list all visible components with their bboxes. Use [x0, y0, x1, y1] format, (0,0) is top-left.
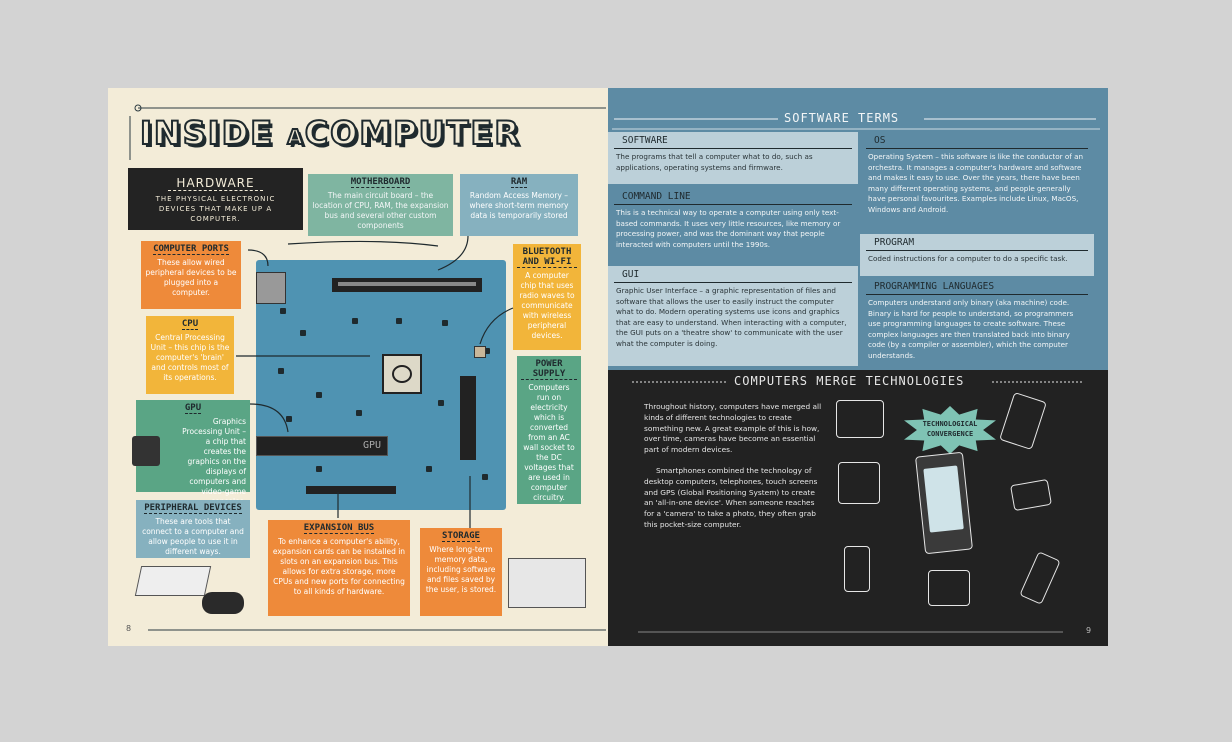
cpu-chip	[382, 354, 422, 394]
wifi-chip-icon	[474, 346, 486, 358]
term-software-heading: SOFTWARE	[614, 132, 852, 149]
term-command-line-text: This is a technical way to operate a com…	[616, 208, 841, 249]
desktop-computer-icon	[838, 462, 880, 504]
term-os-text: Operating System – this software is like…	[868, 152, 1084, 214]
title-word-a: A	[286, 124, 305, 150]
expansion-bus-box: EXPANSION BUS To enhance a computer's ab…	[268, 520, 410, 616]
peripheral-devices-heading: PERIPHERAL DEVICES	[144, 503, 242, 514]
software-terms-title: SOFTWARE TERMS	[784, 111, 900, 125]
motherboard-heading: MOTHERBOARD	[350, 177, 411, 188]
page-number-right: 9	[1086, 626, 1092, 635]
smartphone-screen	[923, 465, 964, 533]
hardware-banner: HARDWARE THE PHYSICAL ELECTRONIC DEVICES…	[128, 168, 303, 230]
term-programming-languages: PROGRAMMING LANGUAGES Computers understa…	[860, 278, 1094, 368]
gpu-heading: GPU	[184, 403, 202, 414]
expansion-bus-text: To enhance a computer's ability, expansi…	[272, 537, 406, 596]
term-program: PROGRAM Coded instructions for a compute…	[860, 234, 1094, 276]
title-word-inside: INSIDE	[139, 113, 275, 153]
storage-box: STORAGE Where long-term memory data, inc…	[420, 528, 502, 616]
cpu-text: Central Processing Unit – this chip is t…	[150, 333, 230, 382]
hardware-heading: HARDWARE	[168, 176, 263, 191]
software-terms-panel: SOFTWARE TERMS SOFTWARE The programs tha…	[608, 88, 1108, 370]
gpu-card: GPU	[256, 436, 388, 456]
ram-box: RAM Random Access Memory – where short-t…	[460, 174, 578, 236]
term-gui: GUI Graphic User Interface – a graphic r…	[608, 266, 858, 366]
motherboard-text: The main circuit board – the location of…	[312, 191, 449, 230]
cpu-logo-icon	[392, 365, 412, 383]
title-word-computer: COMPUTER	[304, 113, 521, 153]
computer-ports-heading: COMPUTER PORTS	[153, 244, 229, 255]
term-gui-heading: GUI	[614, 266, 852, 283]
term-software-text: The programs that tell a computer what t…	[616, 152, 813, 172]
power-supply-unit-icon	[508, 558, 586, 608]
storage-heading: STORAGE	[442, 531, 480, 542]
gamepad-icon	[202, 592, 244, 614]
port-cluster-icon	[256, 272, 286, 304]
merge-title: COMPUTERS MERGE TECHNOLOGIES	[734, 374, 965, 388]
walkman-icon	[844, 546, 870, 592]
cpu-box: CPU Central Processing Unit – this chip …	[146, 316, 234, 394]
storage-text: Where long-term memory data, including s…	[425, 545, 497, 594]
computer-ports-text: These allow wired peripheral devices to …	[145, 258, 237, 297]
peripheral-devices-text: These are tools that connect to a comput…	[142, 517, 244, 556]
term-command-line: COMMAND LINE This is a technical way to …	[608, 188, 858, 266]
smartphone-icon	[915, 451, 973, 555]
term-software: SOFTWARE The programs that tell a comput…	[608, 132, 858, 184]
peripheral-devices-box: PERIPHERAL DEVICES These are tools that …	[136, 500, 250, 558]
power-supply-text: Computers run on electricity which is co…	[523, 383, 575, 502]
camera-icon	[836, 400, 884, 438]
computer-ports-box: COMPUTER PORTS These allow wired periphe…	[141, 241, 241, 309]
left-page: INSIDE ACOMPUTER HARDWARE THE PHYSICAL E…	[108, 88, 608, 646]
motherboard-box: MOTHERBOARD The main circuit board – the…	[308, 174, 453, 236]
term-program-heading: PROGRAM	[866, 234, 1088, 251]
software-terms-rule	[612, 118, 1100, 130]
expansion-slot	[306, 486, 396, 494]
bluetooth-wifi-box: BLUETOOTH AND WI-FI A computer chip that…	[513, 244, 581, 350]
gpu-card-label: GPU	[362, 440, 381, 451]
term-os-heading: OS	[866, 132, 1088, 149]
motherboard-illustration: GPU	[256, 260, 506, 510]
book-spread: INSIDE ACOMPUTER HARDWARE THE PHYSICAL E…	[108, 88, 1108, 646]
expansion-bus-heading: EXPANSION BUS	[303, 523, 375, 534]
page-title: INSIDE ACOMPUTER	[139, 113, 521, 153]
merge-paragraph-2: Smartphones combined the technology of d…	[644, 466, 818, 529]
merge-technologies-panel: COMPUTERS MERGE TECHNOLOGIES Throughout …	[608, 370, 1108, 646]
storage-slot	[460, 376, 476, 460]
bluetooth-wifi-text: A computer chip that uses radio waves to…	[519, 271, 575, 340]
power-supply-box: POWER SUPPLY Computers run on electricit…	[517, 356, 581, 504]
page-number-left: 8	[126, 624, 132, 633]
callout-arrows	[236, 235, 514, 528]
hardware-text: THE PHYSICAL ELECTRONIC DEVICES THAT MAK…	[155, 195, 276, 223]
term-command-line-heading: COMMAND LINE	[614, 188, 852, 205]
gpu-box: GPU Graphics Processing Unit – a chip th…	[136, 400, 250, 506]
graphics-card-icon	[132, 436, 160, 466]
merge-paragraph-1: Throughout history, computers have merge…	[644, 402, 822, 455]
term-programming-languages-text: Computers understand only binary (aka ma…	[868, 298, 1074, 360]
ram-slot-contacts	[338, 282, 476, 286]
power-supply-heading: POWER SUPPLY	[521, 359, 577, 380]
merge-title-rule	[632, 381, 1084, 633]
ram-heading: RAM	[510, 177, 528, 188]
term-os: OS Operating System – this software is l…	[860, 132, 1094, 232]
page-border-lines	[129, 104, 606, 631]
ram-text: Random Access Memory – where short-term …	[469, 191, 569, 220]
term-programming-languages-heading: PROGRAMMING LANGUAGES	[866, 278, 1088, 295]
convergence-badge-text: TECHNOLOGICAL CONVERGENCE	[922, 420, 978, 438]
television-icon	[928, 570, 970, 606]
bluetooth-wifi-heading: BLUETOOTH AND WI-FI	[517, 247, 577, 268]
term-program-text: Coded instructions for a computer to do …	[868, 254, 1068, 263]
term-gui-text: Graphic User Interface – a graphic repre…	[616, 286, 847, 348]
cpu-heading: CPU	[181, 319, 199, 330]
